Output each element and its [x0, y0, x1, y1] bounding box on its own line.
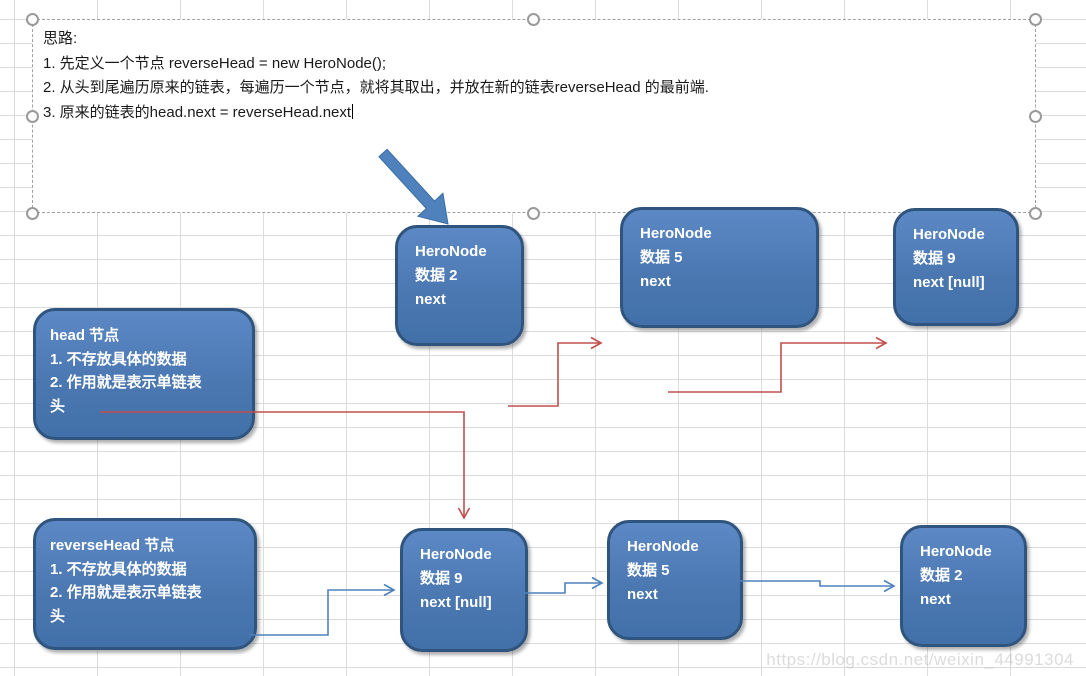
rev-node-data2[interactable]: HeroNode 数据 2 next [900, 525, 1027, 647]
node-data: 数据 5 [640, 249, 683, 266]
node-title: HeroNode [627, 538, 699, 555]
node-next: next [415, 291, 446, 308]
node-data: 数据 2 [920, 567, 963, 584]
node-title: HeroNode [913, 226, 985, 243]
notes-text: 思路: 1. 先定义一个节点 reverseHead = new HeroNod… [33, 20, 1035, 125]
orig-node-data5[interactable]: HeroNode 数据 5 next [620, 207, 819, 328]
node-title: HeroNode [420, 546, 492, 563]
head-box-title: head 节点 [50, 327, 120, 344]
selection-handle-mid-right[interactable] [1029, 110, 1042, 123]
notes-line-3: 2. 从头到尾遍历原来的链表，每遍历一个节点，就将其取出，并放在新的链表reve… [43, 79, 709, 96]
node-next: next [920, 591, 951, 608]
node-data: 数据 2 [415, 267, 458, 284]
node-next: next [627, 586, 658, 603]
selection-handle-top-mid[interactable] [527, 13, 540, 26]
notes-line-1: 思路: [43, 30, 78, 47]
node-data: 数据 5 [627, 562, 670, 579]
selection-handle-mid-left[interactable] [26, 110, 39, 123]
node-next: next [null] [913, 274, 985, 291]
head-node-box[interactable]: head 节点 1. 不存放具体的数据 2. 作用就是表示单链表 头 [33, 308, 255, 440]
selection-handle-bottom-right[interactable] [1029, 207, 1042, 220]
text-cursor [352, 103, 354, 119]
head-box-line2: 2. 作用就是表示单链表 [50, 374, 202, 391]
reversehead-node-box[interactable]: reverseHead 节点 1. 不存放具体的数据 2. 作用就是表示单链表 … [33, 518, 257, 650]
blue-connector-9-to-5[interactable] [524, 576, 604, 594]
selection-handle-bottom-mid[interactable] [527, 207, 540, 220]
red-connector-2-to-5[interactable] [508, 336, 603, 407]
node-next: next [640, 273, 671, 290]
rev-node-data9[interactable]: HeroNode 数据 9 next [null] [400, 528, 528, 652]
notes-line-2: 1. 先定义一个节点 reverseHead = new HeroNode(); [43, 54, 387, 72]
head-box-line1: 1. 不存放具体的数据 [50, 350, 187, 368]
notes-textbox[interactable]: 思路: 1. 先定义一个节点 reverseHead = new HeroNod… [32, 19, 1036, 213]
node-data: 数据 9 [913, 250, 956, 267]
watermark: https://blog.csdn.net/weixin_44991304 [766, 650, 1074, 669]
reversehead-box-line2: 2. 作用就是表示单链表 [50, 584, 202, 601]
blue-connector-5-to-2[interactable] [740, 579, 896, 593]
head-box-line3: 头 [50, 397, 66, 415]
red-connector-5-to-9[interactable] [668, 336, 888, 393]
reversehead-box-line1: 1. 不存放具体的数据 [50, 560, 187, 578]
node-next: next [null] [420, 594, 492, 611]
orig-node-data2[interactable]: HeroNode 数据 2 next [395, 225, 524, 346]
orig-node-data9[interactable]: HeroNode 数据 9 next [null] [893, 208, 1019, 326]
selection-handle-top-right[interactable] [1029, 13, 1042, 26]
reversehead-box-title: reverseHead 节点 [50, 537, 175, 554]
node-title: HeroNode [640, 225, 712, 242]
node-title: HeroNode [415, 243, 487, 260]
rev-node-data5[interactable]: HeroNode 数据 5 next [607, 520, 743, 640]
reversehead-box-line3: 头 [50, 607, 66, 625]
notes-line-4: 3. 原来的链表的head.next = reverseHead.next [43, 103, 354, 121]
selection-handle-top-left[interactable] [26, 13, 39, 26]
node-title: HeroNode [920, 543, 992, 560]
selection-handle-bottom-left[interactable] [26, 207, 39, 220]
node-data: 数据 9 [420, 570, 463, 587]
blue-connector-revhead-to-9[interactable] [250, 583, 396, 636]
